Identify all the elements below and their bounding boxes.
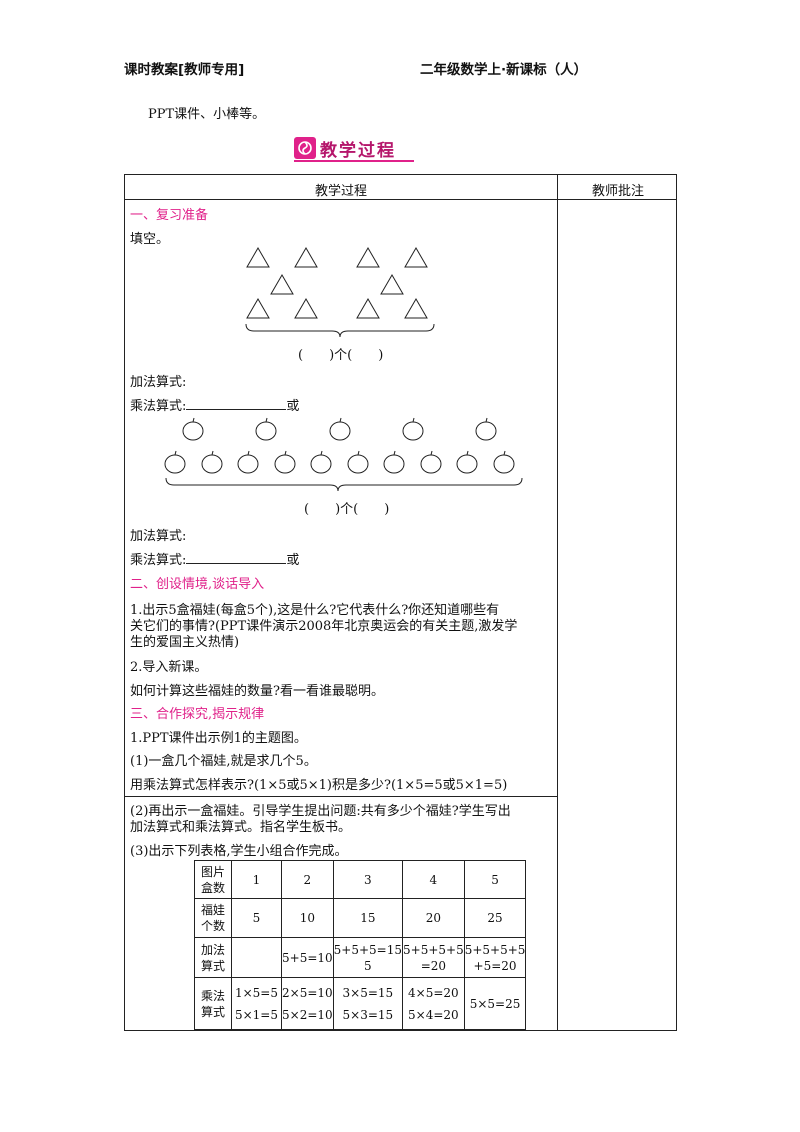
row-header-multiplication: 乘法算式	[194, 977, 232, 1030]
pinwheel-icon	[294, 137, 316, 159]
triangle-icon	[246, 247, 270, 268]
answer-blank-1[interactable]	[186, 397, 287, 410]
multiplication-label-2: 乘法算式:	[130, 553, 187, 568]
row-divider	[124, 796, 558, 797]
section-banner: 教学过程	[294, 136, 396, 161]
triangle-icon	[294, 298, 318, 319]
or-text-2: 或	[286, 553, 300, 568]
apple-icon	[164, 450, 186, 474]
section-title: 教学过程	[320, 140, 396, 161]
row-header-boxes: 图片盒数	[194, 860, 232, 899]
triangle-icon	[356, 298, 380, 319]
doll-count-cell: 20	[402, 898, 465, 938]
box-count-cell: 2	[281, 860, 334, 899]
part3-item1-sub2: 用乘法算式怎样表示?(1×5或5×1)积是多少?(1×5=5或5×1=5)	[130, 778, 508, 793]
box-count-cell: 1	[231, 860, 282, 899]
lesson-table-frame	[124, 174, 677, 1031]
multiplication-label-1: 乘法算式:	[130, 399, 187, 414]
apple-icon	[347, 450, 369, 474]
or-text-1: 或	[286, 399, 300, 414]
doll-count-cell: 25	[463, 898, 527, 938]
header-right: 二年级数学上·新课标（人）	[420, 62, 588, 78]
multiplication-line-2: 乘法算式: 或	[130, 549, 299, 568]
apple-icon	[201, 450, 223, 474]
box-count-cell: 5	[463, 860, 527, 899]
figure-area	[164, 247, 523, 492]
banner-underline	[294, 160, 414, 162]
table-row: 图片盒数 1 2 3 4 5	[194, 860, 527, 899]
part3-item2-line1: (2)再出示一盒福娃。引导学生提出问题:共有多少个福娃?学生写出	[130, 804, 511, 819]
column-header-notes: 教师批注	[592, 184, 645, 199]
box-count-cell: 3	[332, 860, 404, 899]
apple-icon	[383, 450, 405, 474]
apple-icon	[420, 450, 442, 474]
apple-icon	[456, 450, 478, 474]
apple-icon	[255, 417, 277, 441]
apple-icon	[329, 417, 351, 441]
addition-cell: 5+5+5+5=20	[402, 937, 465, 978]
multiplication-line-1: 乘法算式: 或	[130, 395, 299, 414]
doll-count-cell: 10	[281, 898, 334, 938]
triangle-group	[246, 247, 428, 319]
addition-cell: 5+5+5+5+5=20	[463, 937, 527, 978]
triangle-icon	[356, 247, 380, 268]
part3-item2-line2: 加法算式和乘法算式。指名学生板书。	[130, 820, 352, 835]
table-row: 福娃个数 5 10 15 20 25	[194, 898, 527, 938]
answer-blank-2[interactable]	[186, 551, 287, 564]
part3-item1-sub1: (1)一盒几个福娃,就是求几个5。	[130, 754, 317, 769]
triangle-icon	[270, 274, 294, 295]
part3-item3: (3)出示下列表格,学生小组合作完成。	[130, 844, 348, 859]
apple-group	[164, 417, 515, 474]
triangle-icon	[404, 247, 428, 268]
column-header-process: 教学过程	[315, 184, 368, 199]
apple-icon	[402, 417, 424, 441]
part3-item1: 1.PPT课件出示例1的主题图。	[130, 731, 307, 746]
group-caption-1: ( )个( )	[298, 348, 384, 363]
apple-icon	[310, 450, 332, 474]
part1-instruction: 填空。	[130, 232, 170, 247]
triangle-icon	[294, 247, 318, 268]
apple-icon	[182, 417, 204, 441]
apple-icon	[493, 450, 515, 474]
part2-heading: 二、创设情境,谈话导入	[130, 577, 265, 592]
header-row-divider	[124, 199, 677, 200]
part1-heading: 一、复习准备	[130, 208, 209, 223]
part3-heading: 三、合作探究,揭示规律	[130, 707, 265, 722]
triangle-icon	[246, 298, 270, 319]
triangle-icon	[380, 274, 404, 295]
header-left: 课时教案[教师专用]	[124, 62, 245, 78]
addition-label-2: 加法算式:	[130, 529, 187, 544]
group-caption-2: ( )个( )	[304, 502, 390, 517]
doll-count-cell: 15	[332, 898, 404, 938]
part2-item1-line1: 1.出示5盒福娃(每盒5个),这是什么?它代表什么?你还知道哪些有	[130, 603, 500, 618]
doll-count-cell: 5	[231, 898, 282, 938]
part2-item1-line3: 生的爱国主义热情)	[130, 635, 240, 650]
addition-cell	[231, 937, 282, 978]
part2-item1-line2: 关它们的事情?(PPT课件演示2008年北京奥运会的有关主题,激发学	[130, 619, 518, 634]
brace-1	[245, 323, 435, 338]
part2-item2: 2.导入新课。	[130, 660, 208, 675]
triangle-icon	[404, 298, 428, 319]
part2-item2-sub: 如何计算这些福娃的数量?看一看谁最聪明。	[130, 684, 384, 699]
addition-label-1: 加法算式:	[130, 375, 187, 390]
apple-icon	[274, 450, 296, 474]
apple-icon	[475, 417, 497, 441]
row-header-count: 福娃个数	[194, 898, 232, 938]
materials-text: PPT课件、小棒等。	[148, 107, 266, 122]
row-header-addition: 加法算式	[194, 937, 232, 978]
box-count-cell: 4	[402, 860, 465, 899]
addition-cell: 5+5=10	[281, 937, 334, 978]
multiplication-cell: 5×5=25	[463, 977, 527, 1030]
column-divider	[557, 174, 558, 1031]
brace-2	[165, 477, 523, 492]
apple-icon	[237, 450, 259, 474]
practice-table: 图片盒数 1 2 3 4 5 福娃个数 5 10 15 20 25 加法算式 5…	[194, 860, 527, 1030]
